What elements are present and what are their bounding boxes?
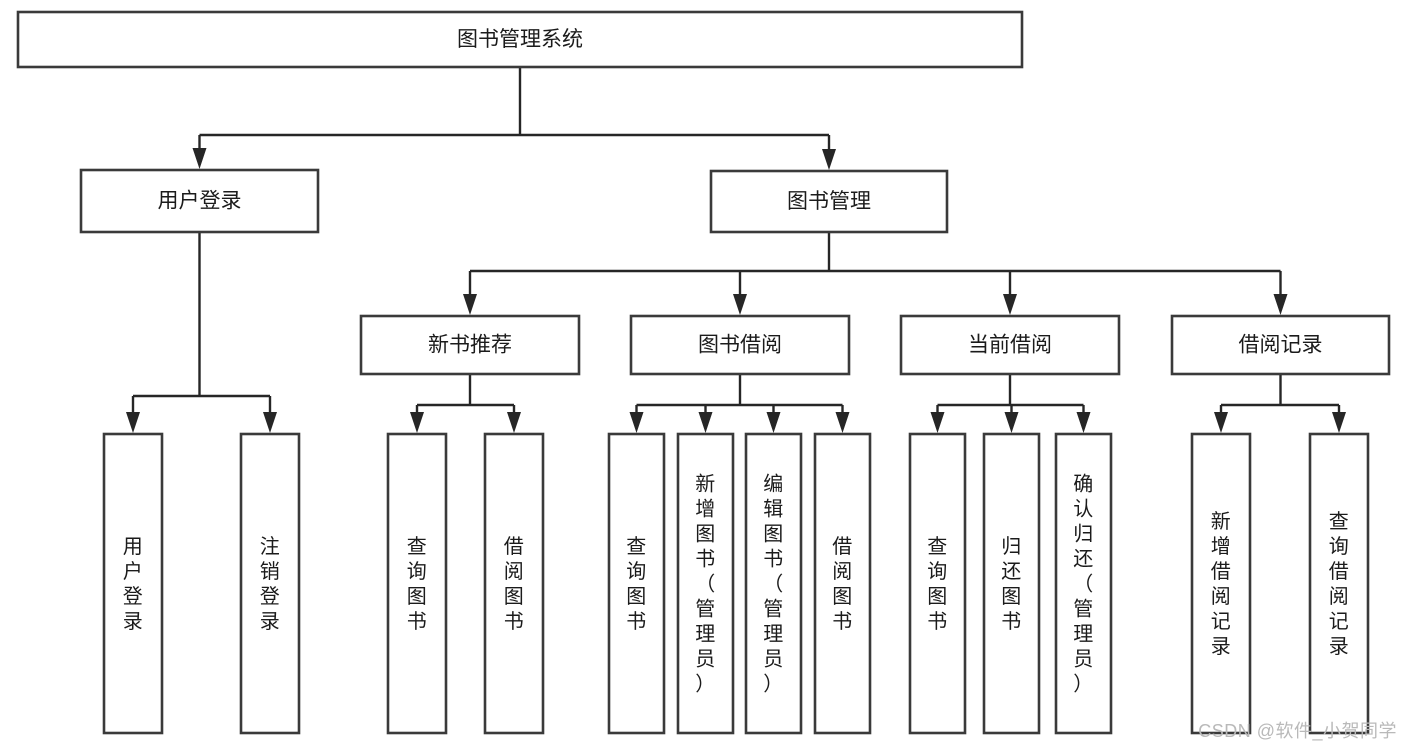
node-box[interactable] [79,168,320,234]
node-box[interactable] [1190,432,1252,735]
arrow-head-icon [1332,412,1346,433]
connector-layer [126,67,1346,433]
arrow-head-icon [263,412,277,433]
arrow-head-icon [507,412,521,433]
node-leaf-confirm-return[interactable]: 确认归还（管理员） [1054,432,1113,735]
node-label: 新书推荐 [428,334,512,357]
node-box[interactable] [899,314,1121,376]
node-label: 查询图书 [927,535,948,633]
node-label: 确认归还（管理员） [1073,473,1094,696]
node-label: 借阅记录 [1239,334,1323,357]
csdn-watermark: CSDN @软件_小贺同学 [1198,721,1397,741]
node-box[interactable] [607,432,666,735]
node-borrow-record[interactable]: 借阅记录 [1170,314,1391,376]
node-box[interactable] [908,432,967,735]
connector-group-user-login [126,232,277,433]
node-leaf-logout-login[interactable]: 注销登录 [239,432,301,735]
arrow-head-icon [1076,412,1091,433]
node-current-borrow[interactable]: 当前借阅 [899,314,1121,376]
node-label: 归还图书 [1001,535,1022,633]
node-label: 注销登录 [260,535,281,633]
node-label: 新增借阅记录 [1211,510,1232,658]
node-book-manage[interactable]: 图书管理 [709,169,949,234]
node-label: 用户登录 [123,536,144,633]
connector-group-current-borrow [930,374,1091,433]
node-leaf-user-login[interactable]: 用户登录 [102,432,164,735]
node-book-borrow[interactable]: 图书借阅 [629,314,851,376]
connector-group-book-borrow [629,374,850,433]
node-box[interactable] [16,10,1024,69]
node-label: 借阅图书 [832,535,853,633]
node-leaf-query-book-2[interactable]: 查询图书 [607,432,666,735]
node-box[interactable] [102,432,164,735]
node-leaf-edit-book[interactable]: 编辑图书（管理员） [744,432,803,735]
connector-group-new-book-rec [410,374,521,433]
arrow-head-icon [463,294,477,315]
node-user-login[interactable]: 用户登录 [79,168,320,234]
node-label: 查询图书 [407,535,428,633]
node-label: 查询图书 [626,535,647,633]
arrow-head-icon [1214,412,1228,433]
arrow-head-icon [192,148,207,169]
arrow-head-icon [835,412,850,433]
node-label: 新增图书（管理员） [695,473,716,696]
arrow-head-icon [930,412,945,433]
node-box[interactable] [629,314,851,376]
node-leaf-query-book-1[interactable]: 查询图书 [386,432,448,735]
arrow-head-icon [1003,294,1017,315]
node-leaf-query-record[interactable]: 查询借阅记录 [1308,432,1370,735]
node-box[interactable] [239,432,301,735]
node-box[interactable] [483,432,545,735]
node-label: 图书管理 [787,190,871,213]
node-new-book-rec[interactable]: 新书推荐 [359,314,581,376]
node-leaf-add-book[interactable]: 新增图书（管理员） [676,432,735,735]
node-box[interactable] [744,432,803,735]
connector-group-book-manage [463,232,1288,315]
arrow-head-icon [1004,412,1019,433]
node-leaf-query-book-3[interactable]: 查询图书 [908,432,967,735]
node-box[interactable] [386,432,448,735]
node-box[interactable] [676,432,735,735]
arrow-head-icon [629,412,644,433]
node-label: 图书管理系统 [457,28,583,51]
node-leaf-return-book[interactable]: 归还图书 [982,432,1041,735]
arrow-head-icon [698,412,713,433]
node-box[interactable] [982,432,1041,735]
arrow-head-icon [1273,294,1288,315]
arrow-head-icon [126,412,140,433]
node-label: 用户登录 [158,190,242,213]
node-leaf-add-record[interactable]: 新增借阅记录 [1190,432,1252,735]
node-label: 图书借阅 [698,334,782,357]
node-label: 查询借阅记录 [1329,510,1350,658]
node-box[interactable] [359,314,581,376]
node-box[interactable] [1170,314,1391,376]
arrow-head-icon [766,412,781,433]
arrow-head-icon [822,149,836,170]
node-box[interactable] [709,169,949,234]
arrow-head-icon [410,412,424,433]
node-box[interactable] [1054,432,1113,735]
connector-group-root [192,67,836,170]
arrow-head-icon [733,294,747,315]
connector-group-borrow-record [1214,374,1346,433]
node-leaf-borrow-book-2[interactable]: 借阅图书 [813,432,872,735]
node-box[interactable] [1308,432,1370,735]
node-label: 当前借阅 [968,334,1052,357]
node-label: 借阅图书 [504,535,525,633]
node-leaf-borrow-book-1[interactable]: 借阅图书 [483,432,545,735]
node-label: 编辑图书（管理员） [763,473,784,696]
node-root[interactable]: 图书管理系统 [16,10,1024,69]
node-box[interactable] [813,432,872,735]
node-layer: 图书管理系统用户登录图书管理新书推荐图书借阅当前借阅借阅记录用户登录注销登录查询… [16,10,1391,735]
